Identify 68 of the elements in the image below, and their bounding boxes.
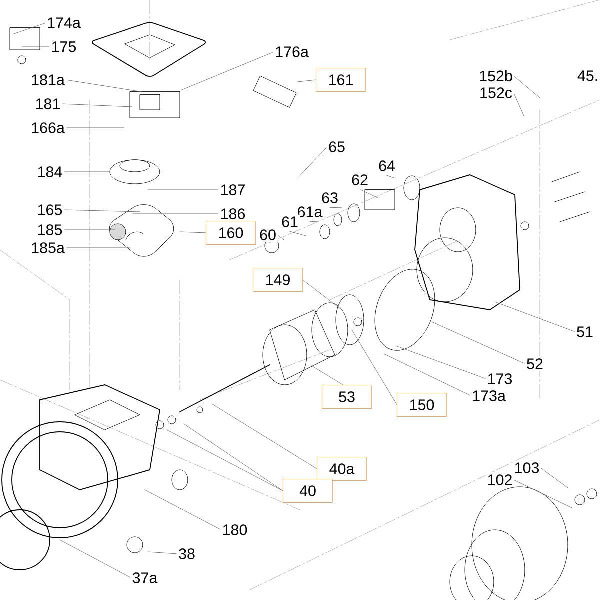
leader-line: [432, 322, 526, 364]
callout-number: 61a: [296, 204, 324, 220]
callout-number: 185: [36, 222, 64, 238]
leader-line: [60, 540, 132, 578]
leader-line: [61, 104, 132, 108]
callout-number: 102: [486, 472, 514, 488]
callout-box: 40a: [317, 457, 367, 481]
callout-number: 61: [280, 214, 300, 230]
leader-line: [514, 92, 524, 116]
leader-line: [494, 302, 576, 332]
callout-number: 62: [350, 172, 370, 188]
callout-number: 180: [220, 522, 250, 538]
leader-line: [184, 424, 284, 492]
leader-line: [212, 404, 318, 470]
callout-number: 181: [34, 96, 62, 112]
leader-line: [63, 210, 140, 212]
leader-line: [290, 231, 306, 236]
callout-number: 184: [36, 164, 64, 180]
leader-line: [310, 221, 318, 222]
leader-line: [540, 468, 568, 488]
callout-number: 175: [50, 40, 78, 54]
leader-line: [513, 480, 572, 508]
callout-number: 152b: [477, 68, 515, 84]
callout-number: 152c: [478, 86, 514, 100]
leader-line: [396, 346, 487, 380]
leader-line: [330, 207, 342, 208]
callout-number: 166a: [29, 120, 67, 136]
callout-number: 51: [574, 324, 596, 340]
leader-line: [14, 22, 46, 34]
leader-line: [148, 552, 178, 554]
callout-box: 53: [322, 385, 372, 409]
leader-line: [386, 175, 394, 178]
leader-line: [384, 354, 472, 396]
callout-number: 173: [486, 372, 514, 386]
leader-line: [22, 46, 51, 48]
leader-line: [277, 234, 284, 240]
callout-box: 40: [283, 479, 333, 503]
leader-line: [298, 80, 316, 82]
callout-box: 149: [253, 268, 303, 292]
callout-number: 181a: [29, 72, 67, 88]
leader-line: [352, 330, 398, 406]
callout-number: 37a: [130, 570, 160, 586]
callout-number: 174a: [45, 16, 83, 30]
callout-number: 65: [326, 140, 348, 154]
leader-line: [514, 76, 540, 98]
leader-line: [180, 232, 206, 234]
callout-box: 150: [397, 393, 447, 417]
leader-line: [166, 430, 284, 492]
callout-number: 185a: [29, 240, 67, 256]
leader-line: [66, 80, 142, 92]
leader-line: [302, 280, 342, 310]
callout-number: 176a: [273, 44, 311, 60]
leader-line: [182, 52, 274, 90]
callout-number: 173a: [470, 388, 508, 404]
callout-number: 186: [218, 206, 248, 222]
callout-number: 187: [218, 182, 248, 198]
callout-box: 161: [316, 68, 366, 92]
callout-number: 64: [376, 158, 398, 174]
callout-number: 60: [258, 228, 278, 242]
leader-line: [144, 490, 222, 530]
callout-number: 165: [36, 202, 64, 218]
callout-number: 63: [320, 190, 340, 206]
leader-line: [298, 146, 328, 178]
callout-number: 52: [524, 356, 546, 372]
part-number: 45.: [578, 70, 598, 82]
leader-line: [360, 189, 378, 198]
callout-number: 103: [512, 460, 542, 476]
callout-number: 38: [176, 546, 198, 562]
